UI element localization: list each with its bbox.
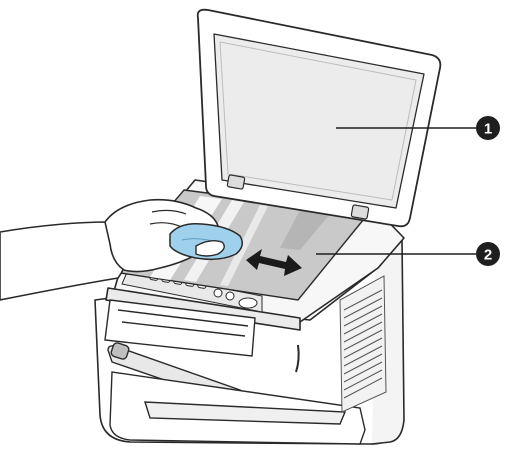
callout-1-label: 1	[484, 121, 492, 138]
vent-grill	[340, 276, 386, 412]
scanner-lid	[198, 10, 441, 227]
callout-2-label: 2	[484, 247, 492, 264]
